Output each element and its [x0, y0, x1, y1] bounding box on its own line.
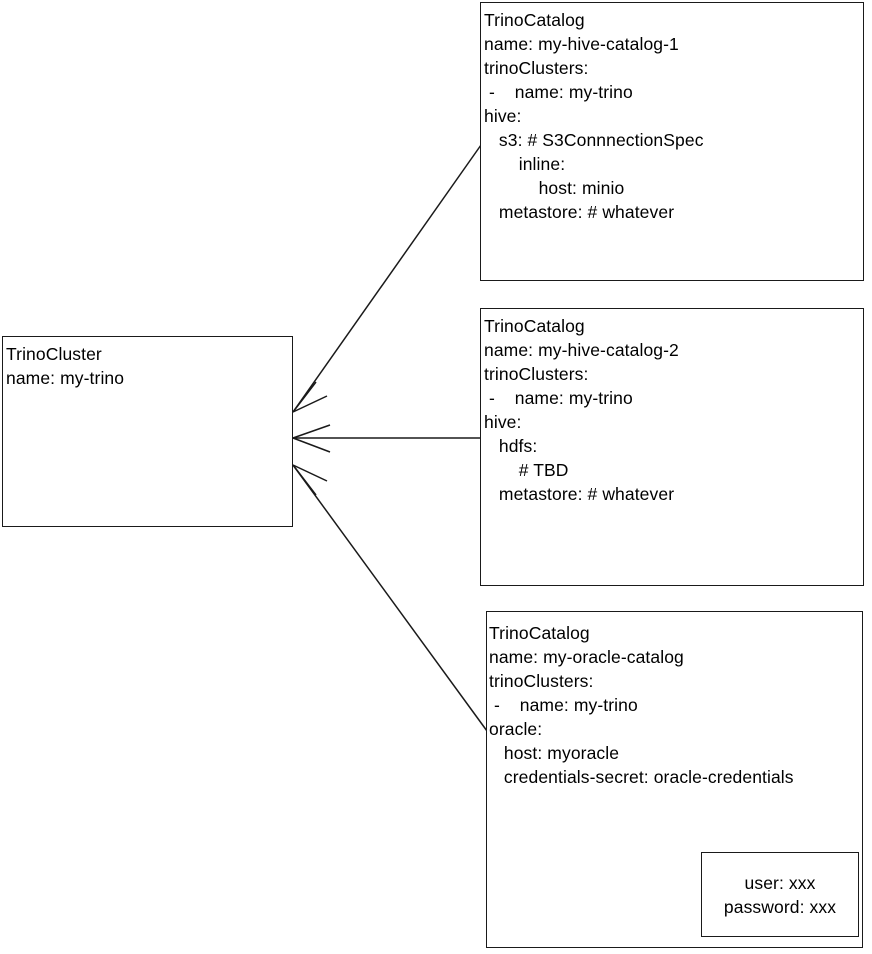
secret-text: user: xxx password: xxx — [702, 853, 858, 919]
catalog1-line-inline: inline: — [484, 154, 566, 174]
catalog1-line-s3: s3: # S3ConnnectionSpec — [484, 130, 704, 150]
catalog2-line-name: name: my-hive-catalog-2 — [484, 340, 679, 360]
catalog3-line-kind: TrinoCatalog — [489, 623, 590, 643]
cluster-line-name: name: my-trino — [6, 368, 125, 388]
edge-catalog-2-to-cluster — [292, 424, 481, 453]
edge-catalog-1-to-cluster — [292, 144, 482, 413]
catalog2-line-hdfs: hdfs: — [484, 436, 538, 456]
catalog3-line-name: name: my-oracle-catalog — [489, 647, 684, 667]
trino-catalog-node-hive-2[interactable]: TrinoCatalog name: my-hive-catalog-2 tri… — [480, 308, 864, 586]
secret-line-password: password: xxx — [723, 897, 837, 917]
secret-line-user: user: xxx — [744, 873, 816, 893]
trino-catalog-2-text: TrinoCatalog name: my-hive-catalog-2 tri… — [484, 314, 861, 506]
catalog1-line-clusters: trinoClusters: — [484, 58, 589, 78]
trino-cluster-text: TrinoCluster name: my-trino — [6, 342, 290, 390]
catalog2-line-tbd: # TBD — [484, 460, 569, 480]
trino-catalog-1-text: TrinoCatalog name: my-hive-catalog-1 tri… — [484, 8, 861, 224]
cluster-line-kind: TrinoCluster — [6, 344, 102, 364]
catalog3-line-host: host: myoracle — [489, 743, 620, 763]
catalog3-line-clusters: trinoClusters: — [489, 671, 594, 691]
catalog1-line-hive: hive: — [484, 106, 522, 126]
catalog2-line-clusters: trinoClusters: — [484, 364, 589, 384]
catalog2-line-hive: hive: — [484, 412, 522, 432]
catalog1-line-cluster-item: - name: my-trino — [484, 82, 633, 102]
catalog2-line-cluster-item: - name: my-trino — [484, 388, 633, 408]
catalog1-line-metastore: metastore: # whatever — [484, 202, 675, 222]
catalog3-line-credentials-secret: credentials-secret: oracle-credentials — [489, 767, 794, 787]
catalog3-line-cluster-item: - name: my-trino — [489, 695, 638, 715]
catalog1-line-kind: TrinoCatalog — [484, 10, 585, 30]
trino-catalog-node-hive-1[interactable]: TrinoCatalog name: my-hive-catalog-1 tri… — [480, 2, 864, 281]
secret-node[interactable]: user: xxx password: xxx — [701, 852, 859, 937]
trino-catalog-3-text: TrinoCatalog name: my-oracle-catalog tri… — [489, 621, 860, 789]
trino-catalog-node-oracle[interactable]: TrinoCatalog name: my-oracle-catalog tri… — [486, 611, 863, 948]
catalog2-line-kind: TrinoCatalog — [484, 316, 585, 336]
catalog2-line-metastore: metastore: # whatever — [484, 484, 675, 504]
catalog1-line-name: name: my-hive-catalog-1 — [484, 34, 679, 54]
catalog1-line-host: host: minio — [484, 178, 625, 198]
catalog3-line-oracle: oracle: — [489, 719, 543, 739]
trino-cluster-node[interactable]: TrinoCluster name: my-trino — [2, 336, 293, 527]
edge-catalog-3-to-cluster — [292, 464, 488, 732]
